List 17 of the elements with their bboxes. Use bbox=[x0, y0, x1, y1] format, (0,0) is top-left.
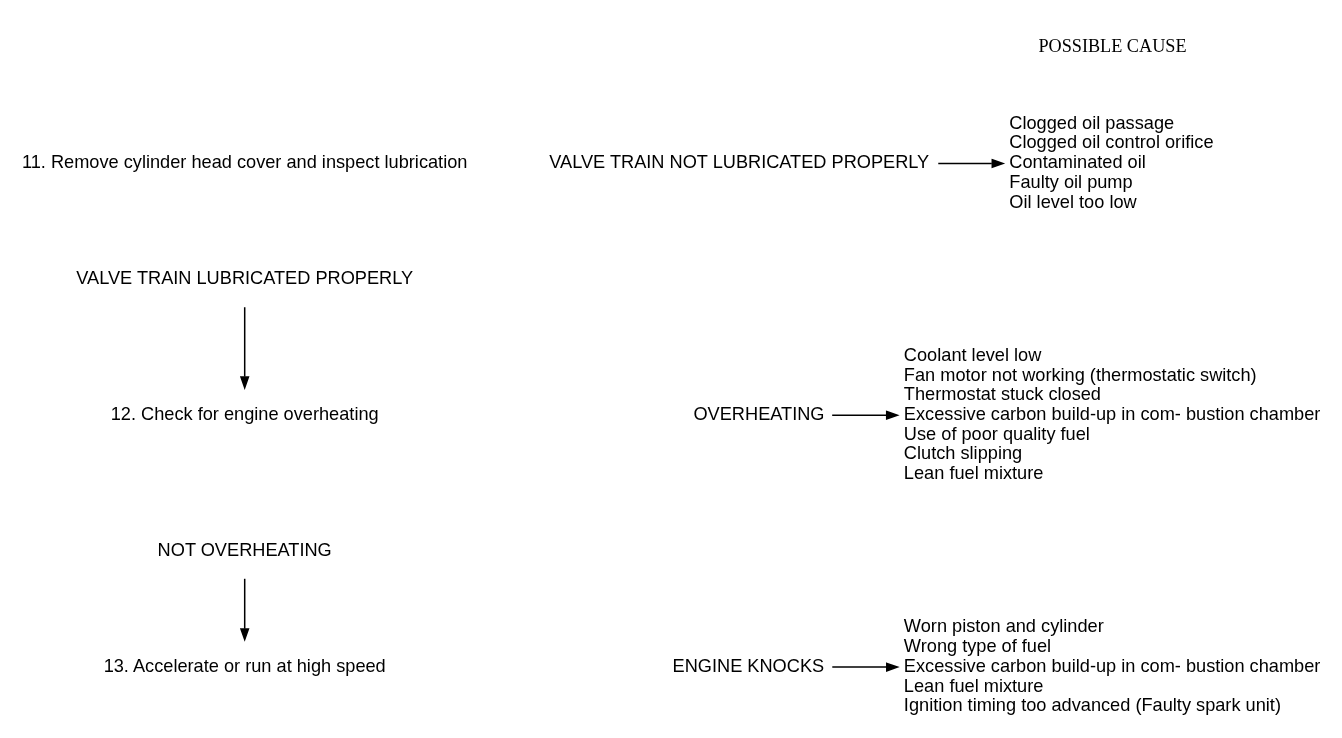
arrow bbox=[239, 578, 250, 642]
node-text: ENGINE KNOCKS bbox=[672, 655, 825, 676]
label: POSSIBLE CAUSE bbox=[1038, 36, 1187, 57]
node-text: 13. Accelerate or run at high speed bbox=[103, 655, 386, 676]
node-text: Coolant level low Fan motor not working (thermostatic switch) Thermostat stuck closed Excessive carbon build-up in com- bustion chamber Use of poor quality fuel Clutch slipping Lean fuel mixture bbox=[903, 344, 1321, 484]
arrow bbox=[831, 662, 900, 672]
node-text: Clogged oil passage Clogged oil control orifice Contaminated oil Faulty oil pump Oil level too low bbox=[1009, 112, 1214, 212]
node-text: OVERHEATING bbox=[693, 403, 825, 424]
arrow bbox=[239, 306, 250, 390]
node-text: Worn piston and cylinder Wrong type of fuel Excessive carbon build-up in com- bustion chamber Lean fuel mixture Ignition timing too advanced (Faulty spark unit) bbox=[903, 616, 1321, 716]
node-text: NOT OVERHEATING bbox=[157, 539, 332, 560]
arrow bbox=[831, 410, 900, 421]
arrow bbox=[937, 158, 1006, 169]
node-text: VALVE TRAIN LUBRICATED PROPERLY bbox=[76, 268, 414, 289]
node-text: 12. Check for engine overheating bbox=[110, 403, 379, 424]
node-text: 11. Remove cylinder head cover and inspect lubrication bbox=[21, 152, 468, 173]
node-text: VALVE TRAIN NOT LUBRICATED PROPERLY bbox=[549, 152, 930, 173]
